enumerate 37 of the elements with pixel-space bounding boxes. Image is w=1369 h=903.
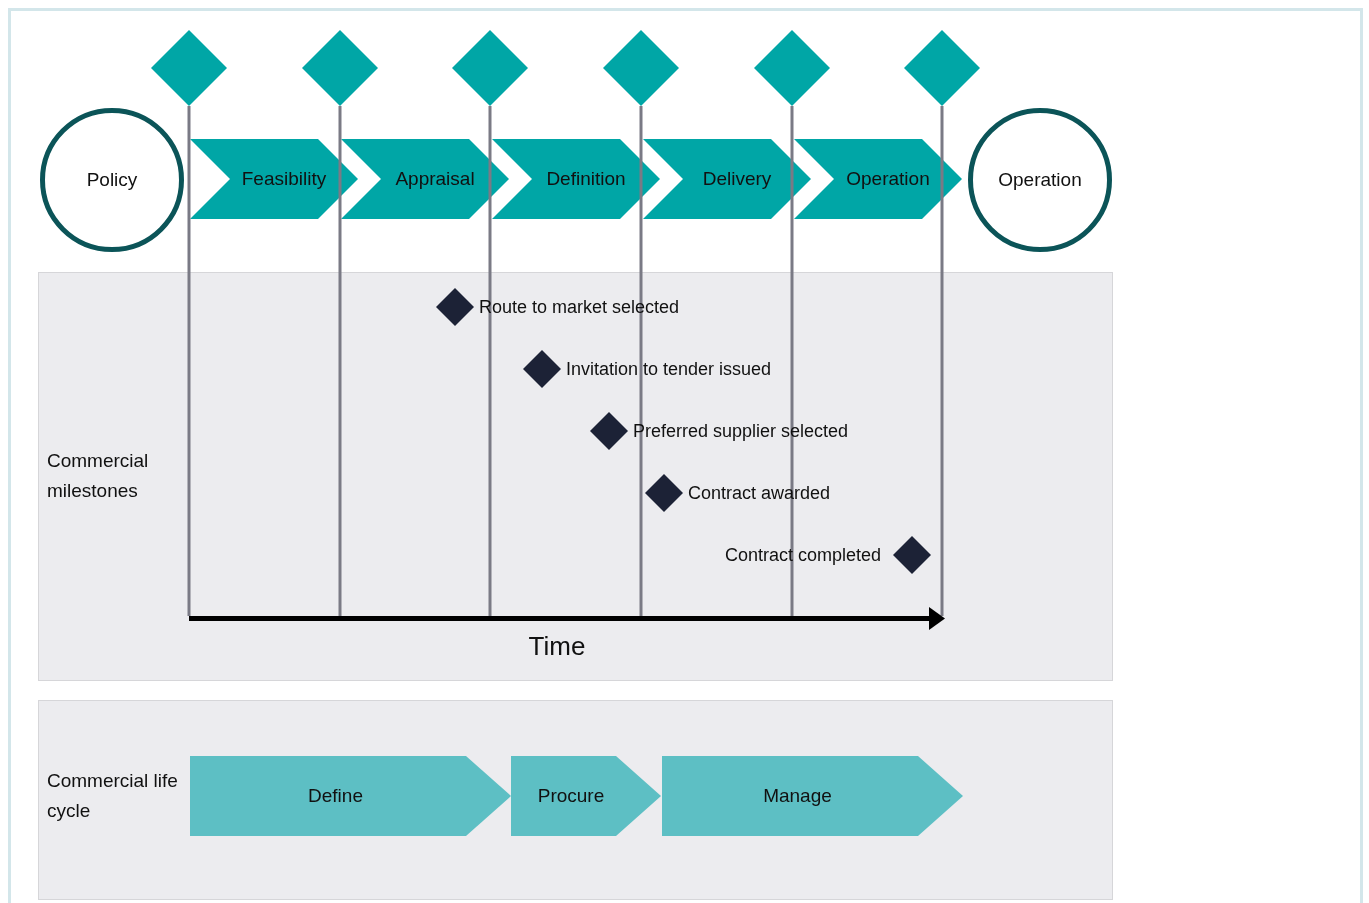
milestone-label: Invitation to tender issued	[566, 358, 772, 381]
milestone-diamond	[590, 412, 628, 450]
milestone-label: Preferred supplier selected	[633, 420, 849, 443]
milestone-diamond	[523, 350, 561, 388]
stage-banner	[794, 139, 962, 219]
gate-diamond	[603, 30, 679, 106]
stage-label: Delivery	[702, 166, 772, 191]
axis-label: Time	[528, 630, 586, 662]
stage-label: Manage	[763, 783, 832, 808]
stage-label: Define	[308, 783, 363, 808]
stage-label: Operation	[846, 166, 930, 191]
stage-label: Appraisal	[395, 166, 475, 191]
milestone-diamond	[645, 474, 683, 512]
stage-banner	[341, 139, 509, 219]
stage-banner	[492, 139, 660, 219]
section-title: Commercial milestones	[47, 449, 150, 503]
stage-label: Definition	[546, 166, 626, 191]
milestone-diamond	[436, 288, 474, 326]
gate-diamond	[302, 30, 378, 106]
stage-label: Feasibility	[241, 166, 327, 191]
gate-diamond	[151, 30, 227, 106]
stage-label: Operation	[998, 167, 1082, 192]
phase-banner	[511, 756, 661, 836]
gate-diamond	[904, 30, 980, 106]
milestone-label: Contract completed	[724, 544, 881, 567]
stage-label: Procure	[537, 783, 605, 808]
section-panel	[38, 700, 1113, 900]
stage-banner	[643, 139, 811, 219]
stage-banner	[190, 139, 358, 219]
section-title: Commercial life cycle	[47, 769, 179, 823]
milestone-diamond	[893, 536, 931, 574]
milestone-label: Route to market selected	[479, 296, 680, 319]
milestone-label: Contract awarded	[688, 482, 831, 505]
gate-diamond	[452, 30, 528, 106]
stage-label: Policy	[86, 167, 138, 192]
section-panel	[38, 272, 1113, 681]
gate-diamond	[754, 30, 830, 106]
